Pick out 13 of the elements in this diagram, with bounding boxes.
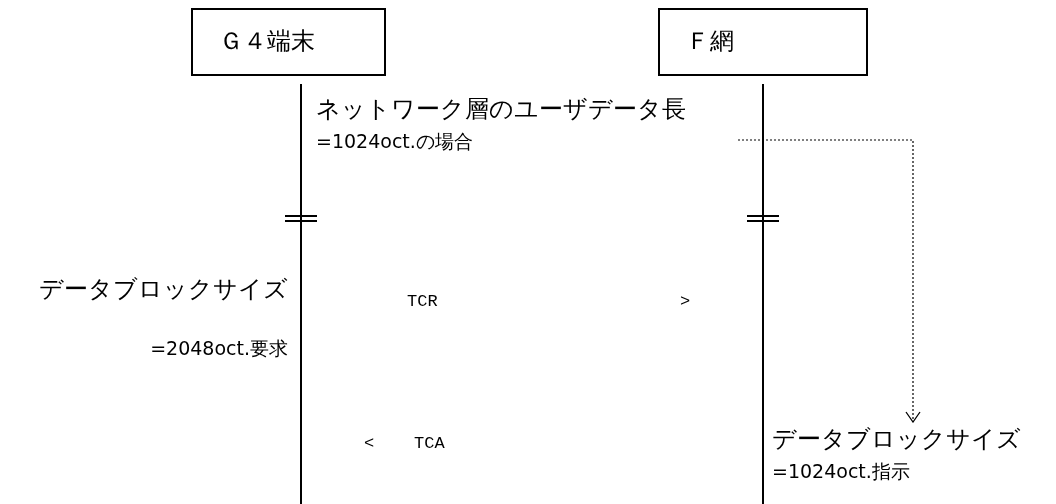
message-label: TCR	[407, 292, 438, 311]
message-label: <	[364, 434, 375, 453]
message-label: >	[680, 292, 691, 311]
message-label: TCA	[414, 434, 445, 453]
entity-box: Ｆ網	[658, 8, 868, 76]
annotation-text: ネットワーク層のユーザデータ長	[316, 94, 686, 125]
annotation-text: =1024oct.の場合	[316, 129, 473, 154]
annotation-text: データブロックサイズ	[772, 424, 1021, 455]
annotation-text: =1024oct.指示	[772, 459, 910, 484]
leader-arrow	[737, 139, 921, 423]
entity-box: Ｇ４端末	[191, 8, 386, 76]
side-note: データブロックサイズ	[39, 274, 288, 305]
side-note: =2048oct.要求	[150, 336, 288, 361]
